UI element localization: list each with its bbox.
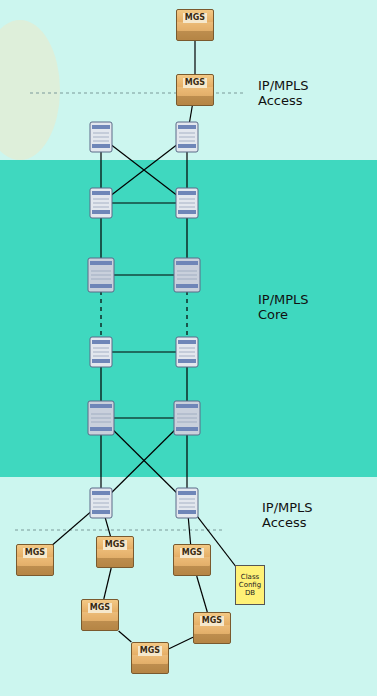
- node-text: MGS: [200, 616, 224, 626]
- access-band: [0, 477, 377, 696]
- core-band: [0, 160, 377, 477]
- router-links: [35, 90, 250, 585]
- node-text: MGS: [103, 540, 127, 550]
- node-text: MGS: [138, 646, 162, 656]
- media-gateway-box: MGS: [193, 612, 231, 644]
- router-icon: [174, 258, 200, 292]
- link-line: [194, 41, 195, 74]
- router-link: [101, 137, 187, 203]
- media-gateway-box: MGS: [176, 9, 214, 41]
- node-text: MGS: [183, 13, 207, 23]
- media-gateway-box: MGS: [96, 536, 134, 568]
- router-icon: [90, 488, 112, 518]
- router-icons: [88, 122, 200, 518]
- router-icon: [90, 122, 112, 152]
- router-icon: [88, 258, 114, 292]
- router-icon: [88, 401, 114, 435]
- link-line: [119, 631, 132, 642]
- router-icon: [174, 401, 200, 435]
- node-text: MGS: [180, 548, 204, 558]
- router-link: [101, 202, 187, 203]
- router-link: [101, 137, 187, 203]
- router-icon: [176, 488, 198, 518]
- region-label: IP/MPLS Access: [262, 500, 342, 530]
- link-line: [197, 576, 208, 612]
- node-text: MGS: [88, 603, 112, 613]
- boundary-line: [15, 529, 225, 530]
- router-icon: [176, 337, 198, 367]
- node-text: MGS: [183, 78, 207, 88]
- link-line: [104, 568, 111, 599]
- link-line: [169, 637, 193, 649]
- media-gateway-box: MGS: [16, 544, 54, 576]
- media-gateway-box: MGS: [173, 544, 211, 576]
- router-icon: [90, 337, 112, 367]
- node-text: Class Config DB: [238, 573, 262, 597]
- media-gateway-box: MGS: [81, 599, 119, 631]
- media-gateway-box: MGS: [131, 642, 169, 674]
- database-box: Class Config DB: [235, 565, 265, 605]
- router-icon: [176, 188, 198, 218]
- region-label: IP/MPLS Core: [258, 292, 338, 322]
- router-icon: [176, 122, 198, 152]
- router-link: [101, 351, 187, 352]
- media-gateway-box: MGS: [176, 74, 214, 106]
- region-label: IP/MPLS Access: [258, 78, 338, 108]
- watermark-shape: [0, 20, 60, 160]
- router-icon: [90, 188, 112, 218]
- node-text: MGS: [23, 548, 47, 558]
